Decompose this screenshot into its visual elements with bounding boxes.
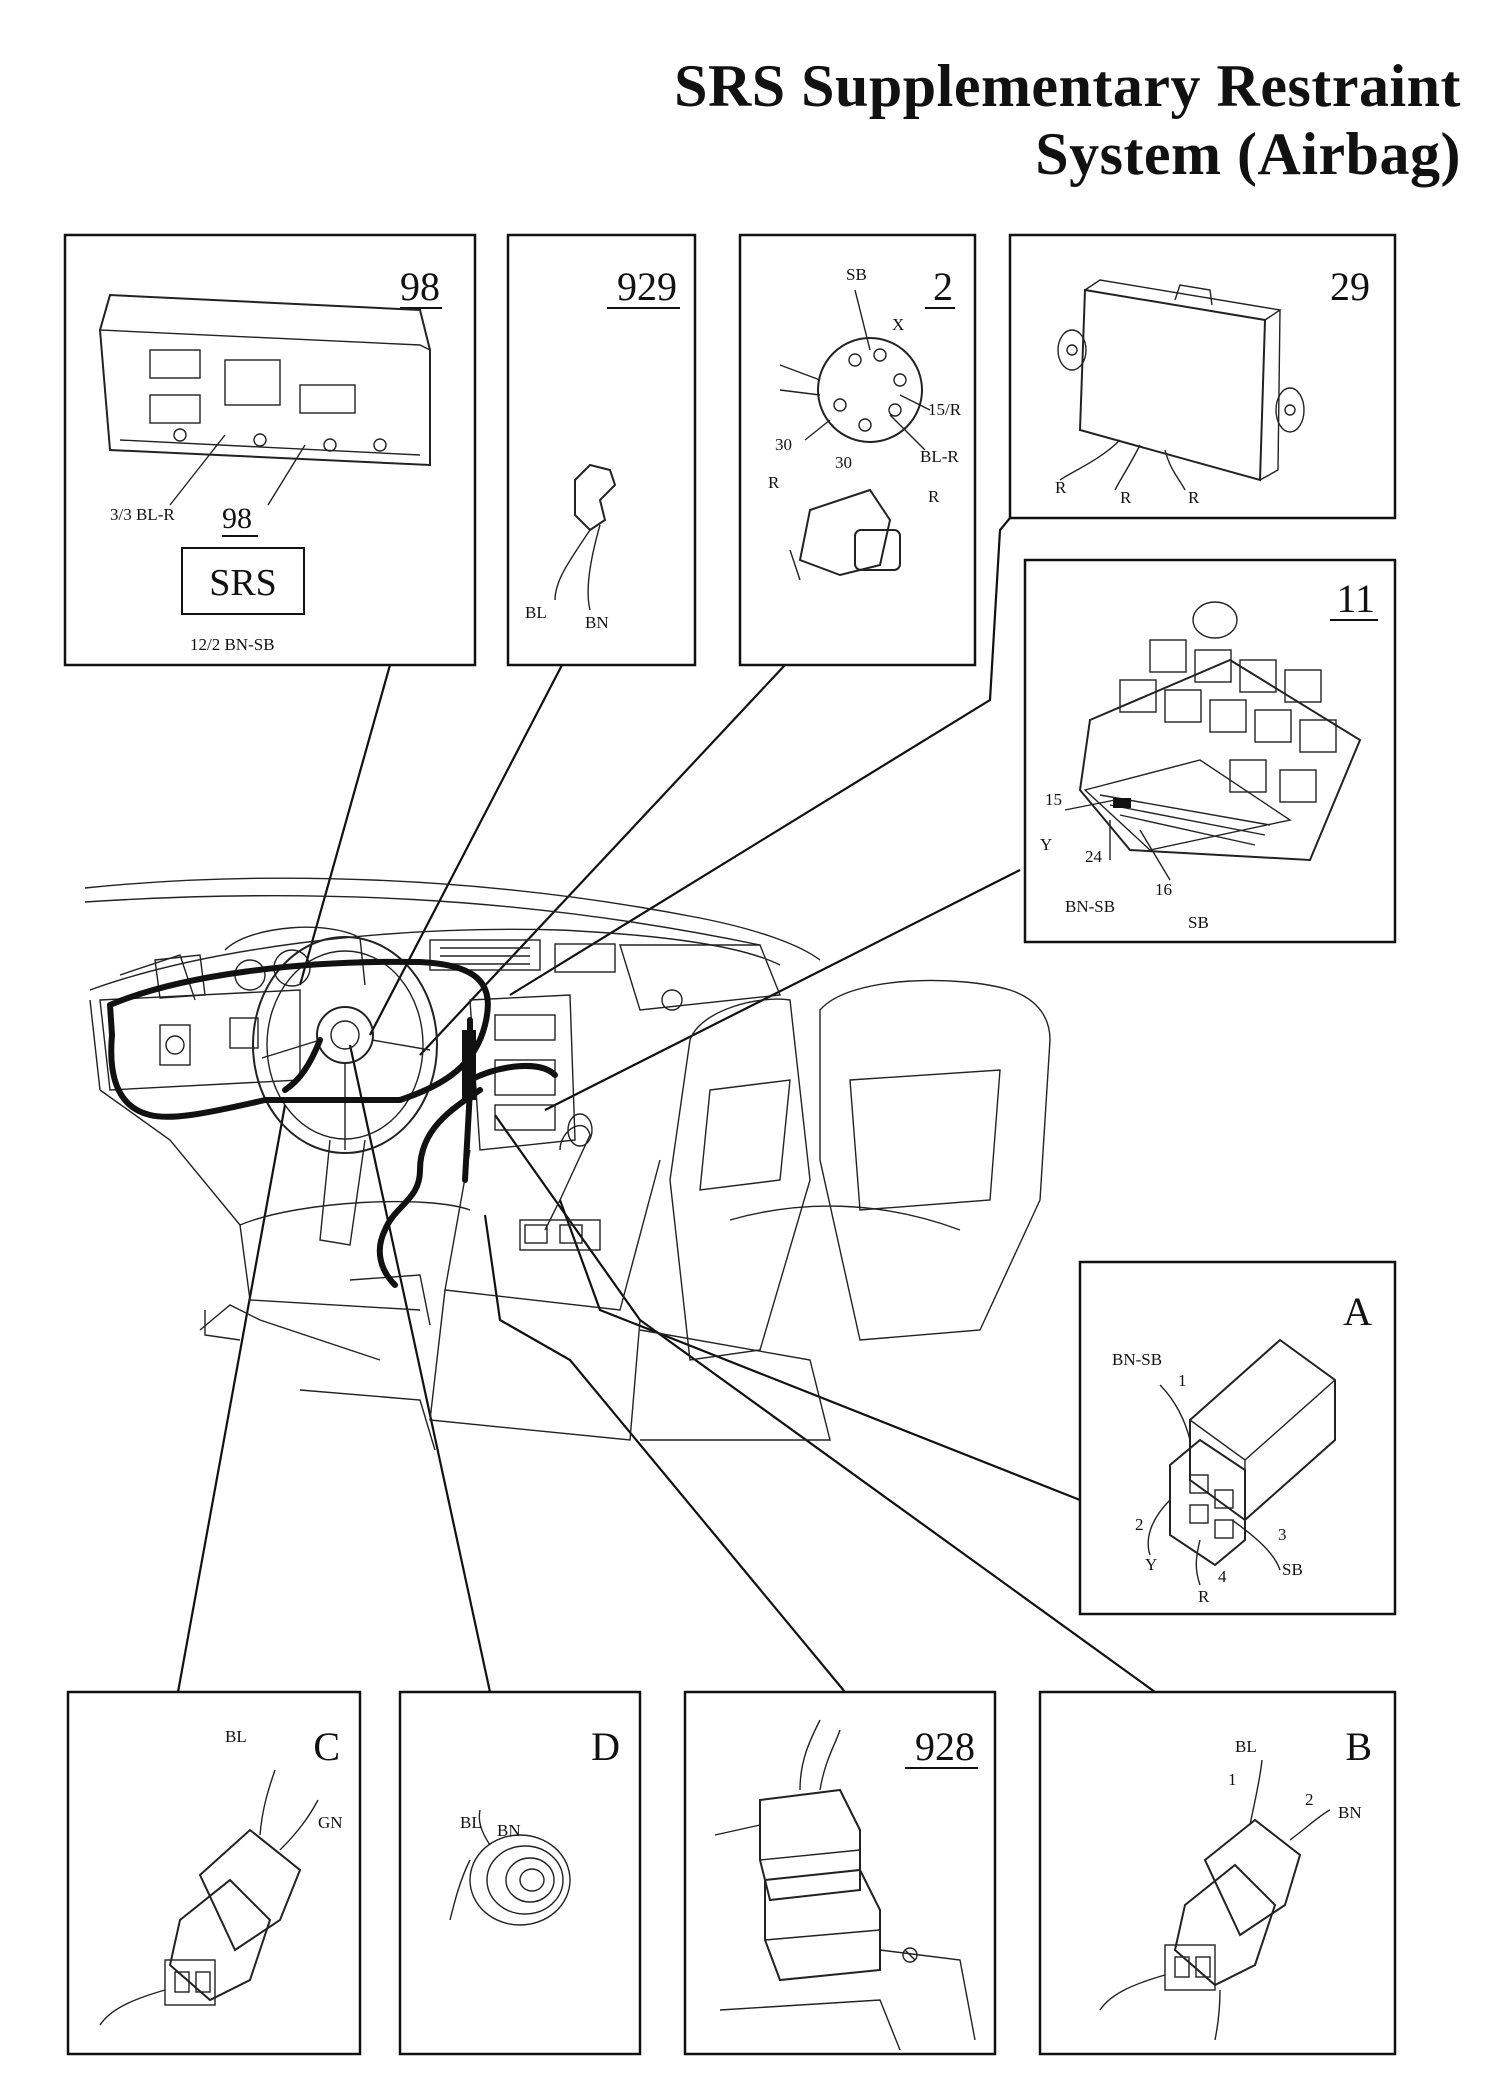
wire-label-29-r2: R	[1120, 488, 1132, 507]
component-98-sub-id: 98	[222, 502, 252, 535]
box-B	[1038, 1690, 1397, 2056]
pin-label-2-15r: 15/R	[928, 400, 962, 419]
wire-label-B-bl: BL	[1235, 1737, 1257, 1756]
wire-label-11-sb: SB	[1188, 913, 1209, 932]
wire-label-11-bnsb: BN-SB	[1065, 897, 1115, 916]
pin-label-2-sb: SB	[846, 265, 867, 284]
component-B-id: B	[1345, 1724, 1372, 1769]
leader-B	[494, 1114, 1156, 1693]
component-11: 11 15 Y 24 BN-SB 1	[1023, 558, 1397, 944]
component-98-id: 98	[400, 264, 440, 309]
box-D	[398, 1690, 642, 2056]
box-C	[66, 1690, 362, 2056]
car-interior-sketch	[84, 877, 1051, 1451]
box-11	[1023, 558, 1397, 944]
leader-C	[176, 1104, 287, 1693]
leader-A	[558, 1199, 1081, 1502]
leader-928	[483, 1214, 846, 1693]
wire-label-2-r1: R	[768, 473, 780, 492]
fuse-relay-box-icon	[1064, 601, 1362, 881]
title-line-2: System (Airbag)	[1035, 121, 1461, 187]
wire-label-29-r3: R	[1188, 488, 1200, 507]
leader-2	[419, 664, 786, 1056]
wire-label-929-bn: BN	[585, 613, 609, 632]
component-B: B BL 1 2 BN	[1038, 1690, 1397, 2056]
box-29	[1008, 233, 1397, 520]
component-D-id: D	[591, 1724, 620, 1769]
wire-label-A-r: R	[1198, 1587, 1210, 1606]
leader-29	[509, 517, 1011, 996]
leader-11	[544, 869, 1021, 1111]
srs-tag: SRS	[209, 562, 277, 604]
component-A: A BN-SB 1 2 Y 3 SB 4 R	[1078, 1260, 1397, 1616]
leader-929	[369, 664, 563, 1036]
pin-label-A-3: 3	[1278, 1525, 1287, 1544]
pin-label-2-blr: BL-R	[920, 447, 959, 466]
pin-label-A-1: 1	[1178, 1371, 1187, 1390]
component-A-id: A	[1343, 1289, 1372, 1334]
component-928: 928	[683, 1690, 997, 2056]
connector-B-icon	[1099, 1759, 1331, 2041]
diagram-title: SRS Supplementary Restraint System (Airb…	[561, 52, 1461, 188]
component-929-id: 929	[617, 264, 677, 309]
component-11-id: 11	[1336, 576, 1375, 621]
box-928	[683, 1690, 997, 2056]
srs-harness	[107, 958, 558, 1288]
component-2-id: 2	[933, 264, 953, 309]
pin-label-11-24: 24	[1085, 847, 1103, 866]
connector-928-icon	[714, 1719, 976, 2051]
component-2: 2 SB X 15/R 30 BL-R 30 R R	[738, 233, 977, 667]
wire-label-A-bnsb: BN-SB	[1112, 1350, 1162, 1369]
pin-label-A-4: 4	[1218, 1567, 1227, 1586]
pin-label-2-x: X	[892, 315, 904, 334]
wire-label-A-sb: SB	[1282, 1560, 1303, 1579]
title-line-1: SRS Supplementary Restraint	[674, 53, 1461, 119]
pin-label-2-30a: 30	[775, 435, 792, 454]
ignition-switch-icon	[779, 289, 931, 581]
component-98: 98 3/3 BL-R 98 SRS 12/2 BN-SB	[63, 233, 477, 667]
wire-label-C-gn: GN	[318, 1813, 343, 1832]
box-929	[506, 233, 697, 667]
connector-929-icon	[574, 463, 617, 532]
wire-label-98-lower: 12/2 BN-SB	[190, 635, 275, 654]
pin-label-A-2: 2	[1135, 1515, 1144, 1534]
component-C-id: C	[313, 1724, 340, 1769]
wire-label-929-bl: BL	[525, 603, 547, 622]
component-C: C BL GN	[66, 1690, 362, 2056]
wire-label-98-upper: 3/3 BL-R	[110, 505, 175, 524]
clock-spring-icon	[449, 1809, 571, 1926]
pin-label-B-2: 2	[1305, 1790, 1314, 1809]
component-928-id: 928	[915, 1724, 975, 1769]
component-29: 29 R R R	[1008, 233, 1397, 520]
connector-C-icon	[99, 1769, 319, 2026]
leader-98	[298, 664, 392, 986]
wire-label-B-bn: BN	[1338, 1803, 1362, 1822]
connector-A-icon	[1147, 1338, 1336, 1586]
component-D: D BL BN	[398, 1690, 642, 2056]
pin-label-B-1: 1	[1228, 1770, 1237, 1789]
component-929: 929 BL BN	[506, 233, 697, 667]
instrument-cluster-icon	[98, 293, 431, 467]
component-29-id: 29	[1330, 264, 1370, 309]
wire-label-29-r1: R	[1055, 478, 1067, 497]
pin-label-11-16: 16	[1155, 880, 1172, 899]
leader-D	[348, 1044, 492, 1693]
box-2	[738, 233, 977, 667]
wire-label-A-y: Y	[1145, 1555, 1157, 1574]
wire-label-11-y: Y	[1040, 835, 1052, 854]
box-A	[1078, 1260, 1397, 1616]
wire-label-C-bl: BL	[225, 1727, 247, 1746]
pin-label-11-15: 15	[1045, 790, 1062, 809]
wire-label-D-bn: BN	[497, 1821, 521, 1840]
leader-lines	[176, 517, 1156, 1693]
srs-tag-box	[181, 547, 305, 615]
wire-label-2-r2: R	[928, 487, 940, 506]
pin-label-2-30b: 30	[835, 453, 852, 472]
control-module-icon	[1057, 279, 1305, 491]
wire-label-D-bl: BL	[460, 1813, 482, 1832]
